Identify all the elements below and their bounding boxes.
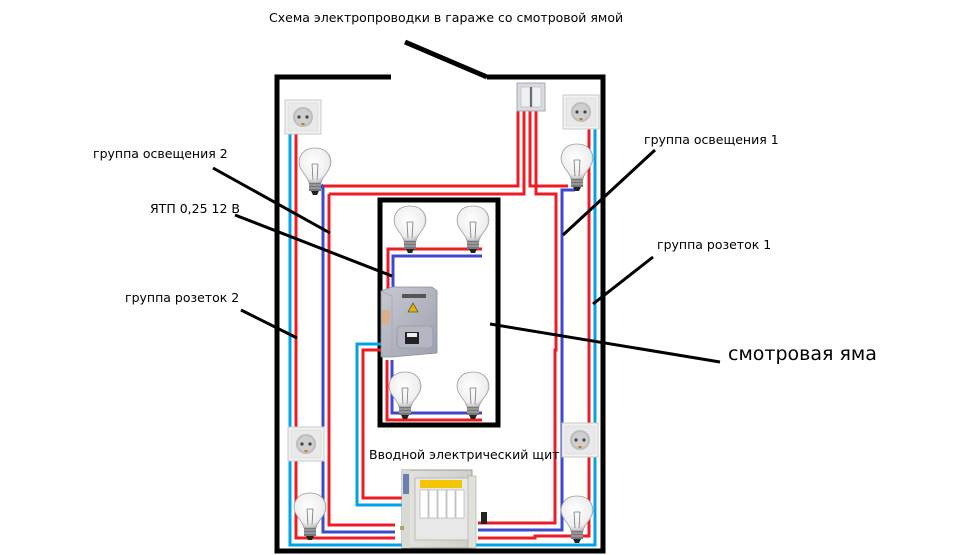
label-lighting-group-1: группа освещения 1 (644, 132, 779, 147)
wire-phase (478, 110, 558, 525)
label-inspection-pit: смотровая яма (728, 343, 877, 365)
wire-neutral (478, 188, 575, 532)
leader-lighting-group-1 (561, 148, 657, 237)
leader-sockets-group-2 (240, 308, 298, 340)
main-electrical-panel[interactable] (400, 469, 487, 549)
garage-wall-left-top (274, 74, 606, 554)
warning-icon (407, 302, 419, 313)
leader-transformer (234, 213, 393, 278)
lamp-garage-bottom-left (293, 492, 327, 541)
wire-phase (361, 348, 402, 500)
label-sockets-group-1: группа розеток 1 (657, 237, 772, 252)
wire-phase (385, 360, 482, 422)
leader-lighting-group-2 (212, 166, 331, 235)
lighting-group-1-wires (478, 110, 575, 532)
wire-neutral (391, 254, 482, 295)
leader-sockets-group-1 (592, 255, 654, 306)
leader-inspection-pit (489, 322, 721, 364)
lamp-pit-top-left (393, 205, 427, 254)
label-lighting-group-2: группа освещения 2 (93, 146, 228, 161)
lamp-garage-top-left (298, 147, 332, 196)
wire-phase (329, 110, 526, 196)
wire-phase (386, 247, 482, 295)
leader-lines (212, 148, 721, 364)
wire-phase (327, 194, 395, 527)
label-main-panel: Вводной электрический щит (369, 447, 560, 462)
inspection-pit-outline (377, 197, 501, 428)
socket-bottom-right (561, 422, 599, 458)
socket-group-1-wires (475, 127, 597, 547)
diagram-title: Схема электропроводки в гараже со смотро… (269, 10, 624, 25)
transformer-box (380, 286, 438, 358)
garage-door (404, 39, 488, 80)
socket-top-right (562, 94, 600, 130)
wire-neutral (475, 127, 597, 547)
light-switch[interactable] (516, 82, 546, 112)
wire-phase (528, 110, 568, 188)
wire-phase (322, 110, 520, 188)
wire-phase (478, 127, 591, 540)
label-sockets-group-2: группа розеток 2 (125, 290, 240, 305)
label-transformer: ЯТП 0,25 12 В (150, 201, 240, 216)
wire-phase (294, 132, 395, 540)
lamp-pit-top-right (456, 205, 490, 254)
garage-walls (274, 39, 606, 554)
wire-neutral (355, 342, 402, 507)
socket-bottom-left (287, 426, 325, 462)
socket-top-left (284, 99, 322, 135)
